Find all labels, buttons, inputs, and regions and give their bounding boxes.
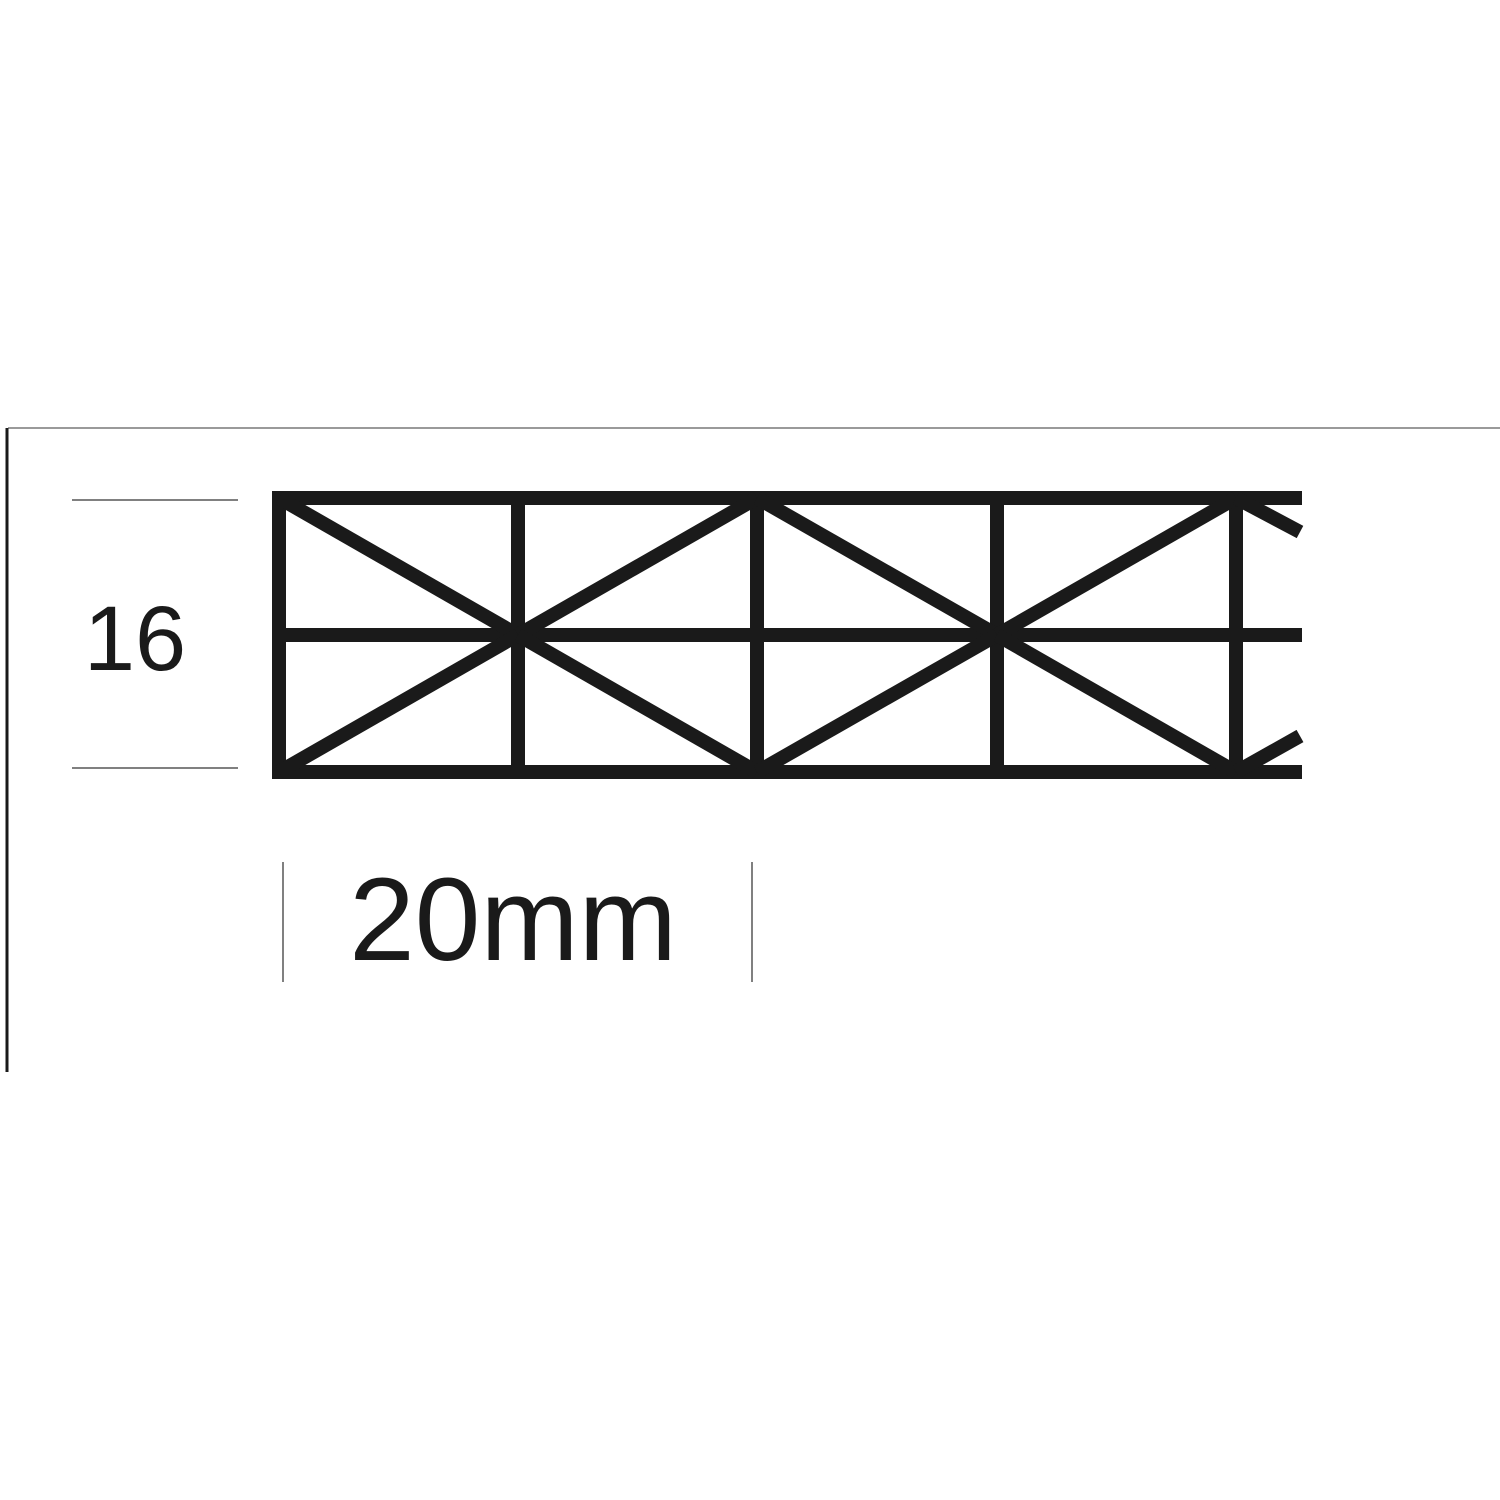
diagonal-brace (275, 628, 522, 779)
continuation-stub (1232, 729, 1304, 779)
pitch-label: 20mm (349, 854, 677, 986)
diagonal-brace (753, 628, 1001, 779)
sheet-profile (272, 491, 1304, 779)
diagonal-brace (993, 491, 1240, 642)
continuation-stub (1232, 491, 1304, 539)
diagonal-brace (514, 628, 761, 779)
thickness-label: 16 (84, 588, 186, 690)
diagonal-brace (753, 491, 1001, 642)
diagonal-brace (275, 491, 522, 642)
diagonal-brace (514, 491, 761, 642)
diagonal-brace (993, 628, 1240, 779)
